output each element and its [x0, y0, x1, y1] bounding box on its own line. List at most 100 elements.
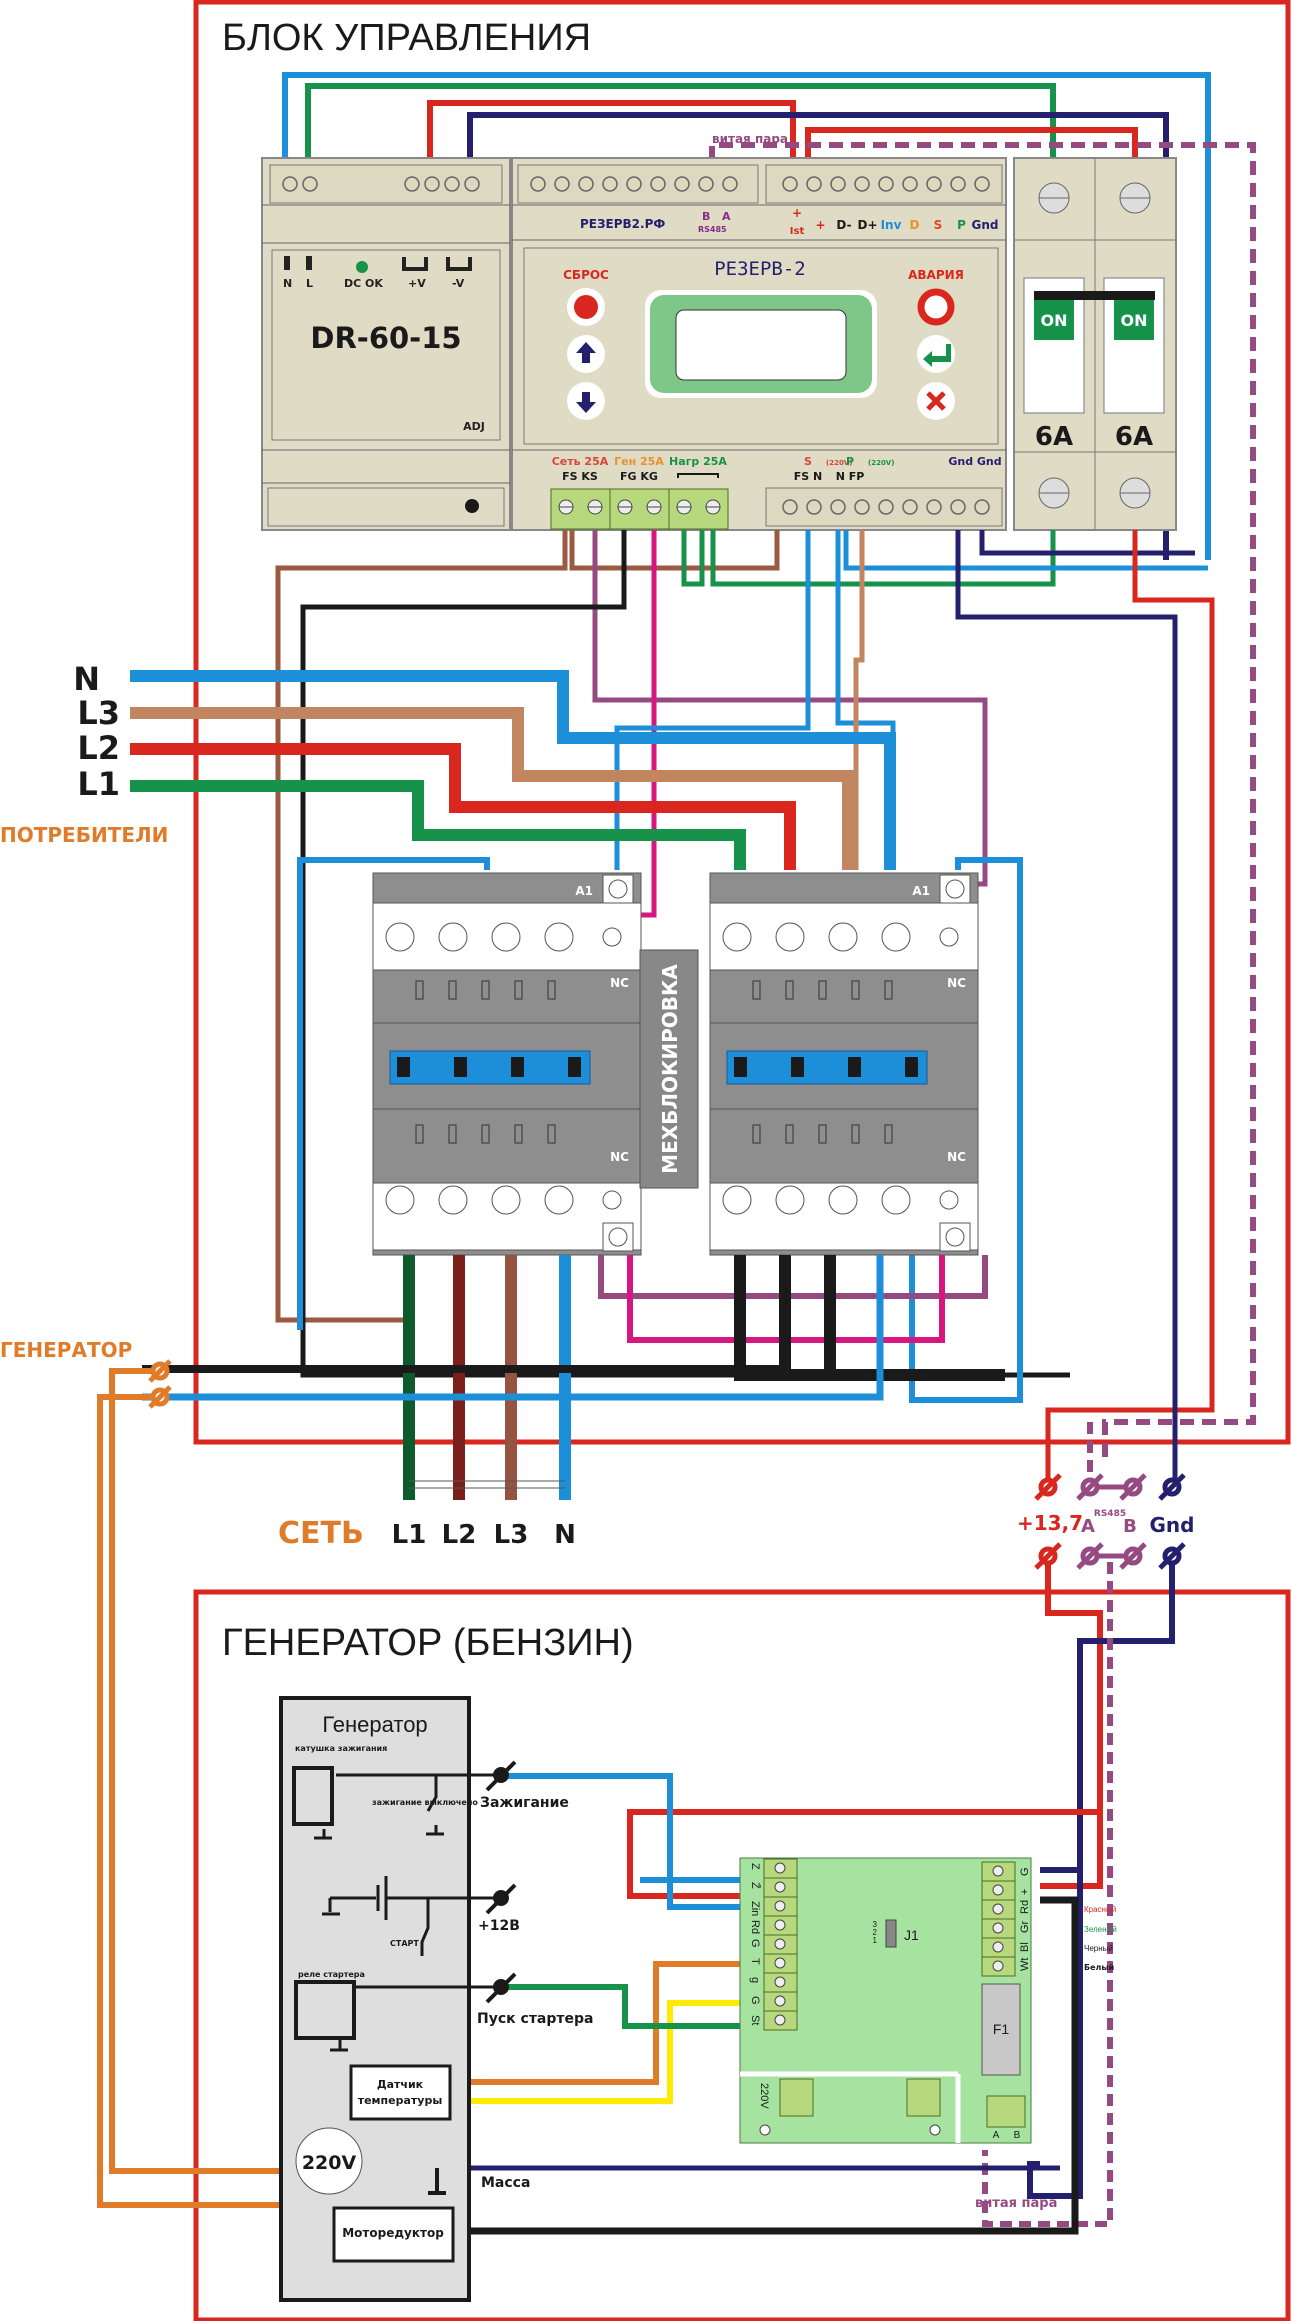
signal-group-title: Gnd Gnd [948, 455, 1001, 468]
bridge-icon [677, 473, 719, 478]
up-button[interactable] [567, 335, 605, 373]
mains-labels: СЕТЬ L1 L2 L3 N [278, 1480, 576, 1551]
twisted-pair-label-top: витая пара [712, 132, 788, 146]
svg-text:RS485: RS485 [1094, 1509, 1126, 1519]
fuse-f1 [981, 1983, 1021, 2076]
signal-group-pins: FS N [794, 470, 822, 483]
svg-text:-V: -V [452, 277, 465, 290]
device-name: РЕЗЕРВ-2 [714, 258, 806, 280]
breaker-pole-1[interactable]: ON 6A [1034, 300, 1074, 452]
svg-text:F1: F1 [993, 2021, 1010, 2037]
enter-icon [923, 344, 951, 367]
signal-group-sub: (220V) [826, 459, 852, 467]
svg-text:+13,7: +13,7 [1017, 1511, 1083, 1535]
breaker-pole-2[interactable]: ON 6A [1114, 300, 1154, 452]
svg-text:ON: ON [1041, 311, 1068, 330]
svg-text:ON: ON [1121, 311, 1148, 330]
signal-group-pins: N FP [836, 470, 865, 483]
svg-text:реле стартера: реле стартера [298, 1970, 365, 1979]
module-left-pin: T [749, 1958, 761, 1965]
svg-text:A: A [722, 210, 731, 223]
svg-text:RS485: RS485 [698, 225, 727, 234]
svg-text:6A: 6A [1035, 422, 1073, 452]
arrow-down-icon [576, 392, 596, 413]
power-group-pins: FS KS [562, 470, 598, 483]
top-terminal-label: + [815, 218, 825, 232]
svg-text:МЕХБЛОКИРОВКА: МЕХБЛОКИРОВКА [658, 964, 682, 1174]
contactor-feed-wire [297, 857, 490, 1330]
dc-ok-led [356, 261, 368, 273]
coil-a2-label: A2 [575, 1234, 593, 1248]
svg-text:L2: L2 [442, 1520, 477, 1550]
enter-button[interactable] [917, 335, 955, 373]
svg-text:СЕТЬ: СЕТЬ [278, 1516, 364, 1551]
top-terminal-label: D+ [857, 218, 877, 232]
ignition-coil [292, 1766, 334, 1826]
down-button[interactable] [567, 382, 605, 420]
power-group-title: Нагр 25А [669, 455, 727, 468]
motor-gearbox [332, 2206, 455, 2263]
svg-text:L1: L1 [392, 1520, 427, 1550]
ac-output [295, 2127, 363, 2195]
svg-text:СТАРТ: СТАРТ [390, 1939, 419, 1948]
top-terminal-label: Inv [881, 218, 902, 232]
module-left-pin: St [749, 2015, 761, 2025]
arrow-up-icon [576, 342, 596, 363]
svg-text:N: N [283, 277, 292, 290]
nc-label: NC [947, 1150, 966, 1164]
svg-text:N: N [554, 1520, 576, 1550]
module-left-pin: G [749, 1996, 761, 2005]
psu-model: DR-60-15 [310, 321, 461, 355]
svg-text:Красный: Красный [1084, 1905, 1116, 1914]
generator-terminals: Зажигание +12В Пуск стартера Масса [477, 1760, 593, 2191]
generator-input: ГЕНЕРАТОР [0, 1338, 290, 2208]
top-terminal-label: + [792, 206, 802, 220]
svg-text:N: N [73, 660, 100, 698]
svg-text:+12В: +12В [478, 1918, 520, 1934]
svg-text:Пуск стартера: Пуск стартера [477, 2011, 593, 2027]
top-terminal-label: Gnd [972, 218, 999, 232]
module-right-pin: Bl [1019, 1942, 1031, 1952]
svg-text:Зажигание: Зажигание [480, 1795, 569, 1811]
svg-text:A: A [1081, 1516, 1095, 1537]
svg-text:Черный: Черный [1084, 1944, 1113, 1953]
svg-text:220V: 220V [302, 2152, 357, 2174]
svg-text:ADJ: ADJ [463, 420, 485, 433]
signal-group-title: P [846, 455, 854, 468]
temperature-sensor [349, 2064, 452, 2121]
top-terminal-label: D [910, 218, 920, 232]
svg-text:катушка зажигания: катушка зажигания [295, 1744, 387, 1753]
svg-text:Датчик: Датчик [377, 2078, 424, 2091]
module-left-pin: G [749, 1939, 761, 1948]
website-label: РЕЗЕРВ2.РФ [580, 217, 665, 231]
svg-text:3: 3 [873, 1920, 878, 1929]
svg-text:АВАРИЯ: АВАРИЯ [908, 268, 964, 282]
signal-group-title: S [804, 455, 812, 468]
lcd-screen [675, 309, 847, 381]
top-terminal-label: P [957, 218, 966, 232]
mechanical-interlock: МЕХБЛОКИРОВКА [639, 949, 699, 1189]
coil-a2-label: A2 [912, 1234, 930, 1248]
generator-block-frame [193, 1589, 1291, 2321]
top-terminal-label: S [934, 218, 943, 232]
svg-text:L3: L3 [77, 694, 120, 732]
circuit-breaker: ON 6A ON 6A [1013, 157, 1177, 531]
svg-text:L2: L2 [77, 729, 120, 767]
generator-unit: Генератор катушка зажигания зажигание вы… [279, 1696, 501, 2302]
reset-button[interactable] [567, 288, 605, 326]
cancel-button[interactable] [917, 382, 955, 420]
junction-terminals: +13,7 A B RS485 Gnd [1017, 1422, 1194, 1570]
nc-label: NC [610, 976, 629, 990]
module-right-pin: Wt [1019, 1958, 1031, 1971]
svg-text:DC OK: DC OK [344, 277, 383, 290]
module-left-pin: Z̄ [749, 1882, 762, 1889]
nc-label: NC [947, 976, 966, 990]
twisted-pair-top [709, 142, 1256, 1460]
